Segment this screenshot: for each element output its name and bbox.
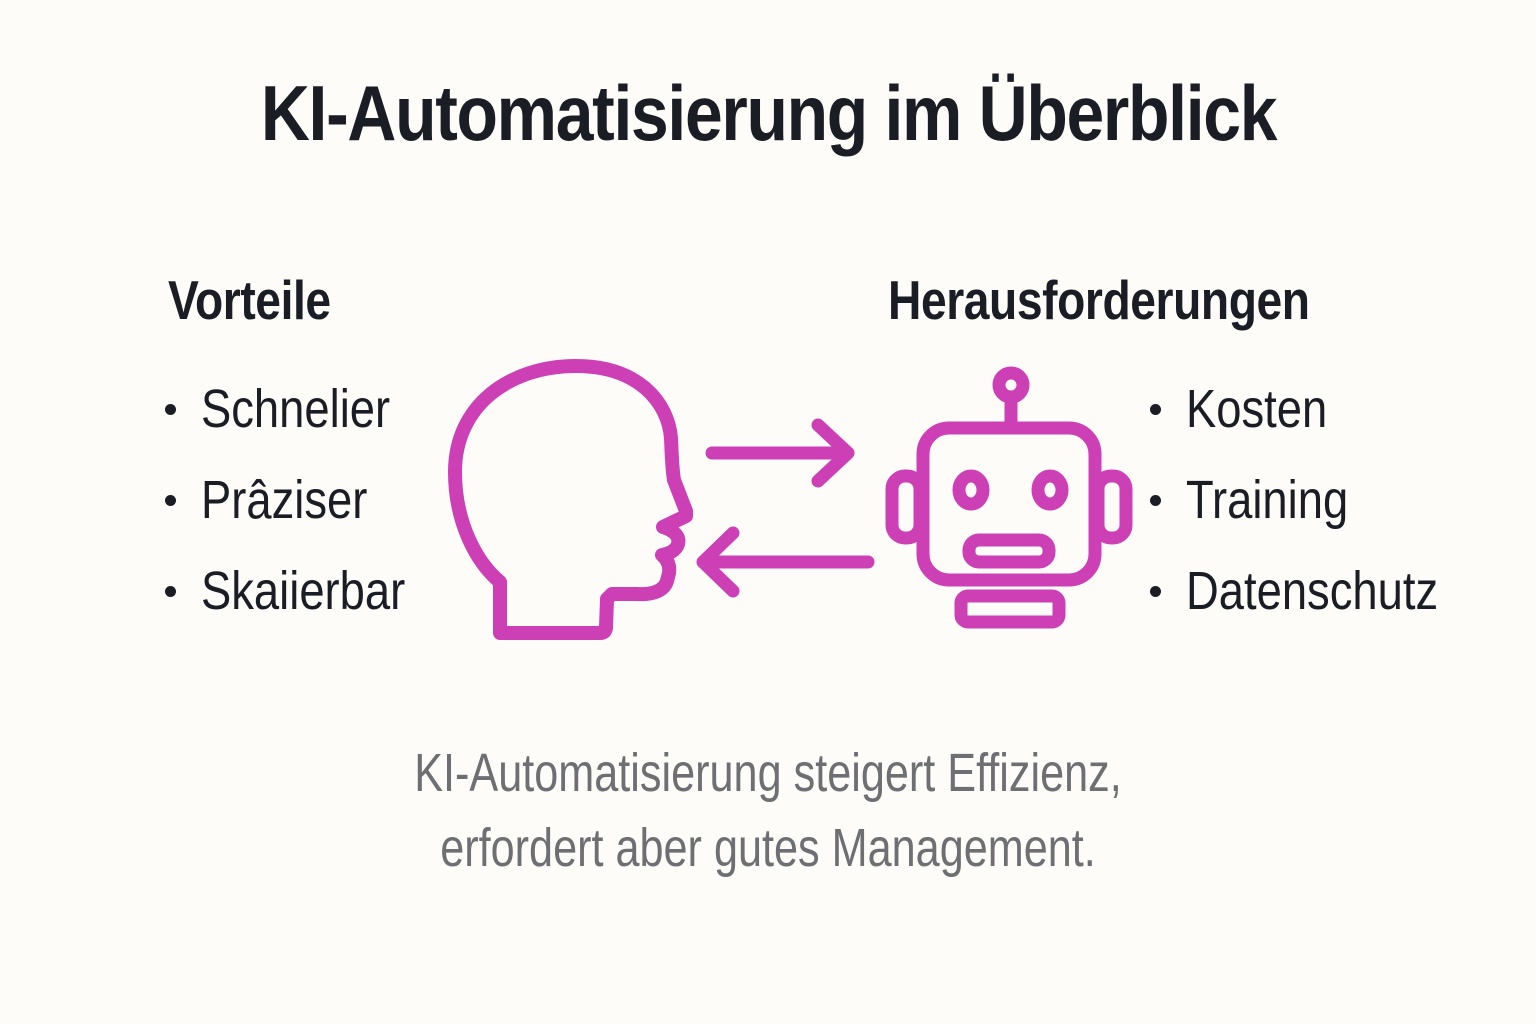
caption: KI-Automatisierung steigert Effizienz, e… xyxy=(0,736,1536,886)
caption-line-2: erfordert aber gutes Management. xyxy=(440,818,1096,878)
challenges-heading: Herausforderungen xyxy=(888,269,1310,331)
list-item: Skaiierbar xyxy=(165,561,444,621)
challenges-list: Kosten Training Datenschutz xyxy=(1150,379,1486,654)
arrow-left-icon xyxy=(696,526,875,598)
advantages-heading: Vorteile xyxy=(168,269,331,331)
robot-face-icon xyxy=(885,366,1133,629)
bullet-dot xyxy=(1150,403,1161,415)
bullet-dot xyxy=(165,403,176,415)
bullet-dot xyxy=(1150,585,1161,597)
caption-line-1: KI-Automatisierung steigert Effizienz, xyxy=(414,743,1122,803)
list-item: Kosten xyxy=(1150,379,1486,439)
advantages-list: Schnelier Prâziser Skaiierbar xyxy=(165,379,444,654)
bullet-dot xyxy=(165,494,176,506)
list-item: Schnelier xyxy=(165,379,444,439)
human-head-profile-icon xyxy=(448,359,693,640)
page-title: KI-Automatisierung im Überblick xyxy=(260,69,1277,157)
list-item: Datenschutz xyxy=(1150,561,1486,621)
arrow-right-icon xyxy=(705,418,855,488)
center-graphic xyxy=(448,359,1133,640)
list-item: Training xyxy=(1150,470,1486,530)
list-item: Prâziser xyxy=(165,470,444,530)
bullet-dot xyxy=(165,585,176,597)
bullet-dot xyxy=(1150,494,1161,506)
